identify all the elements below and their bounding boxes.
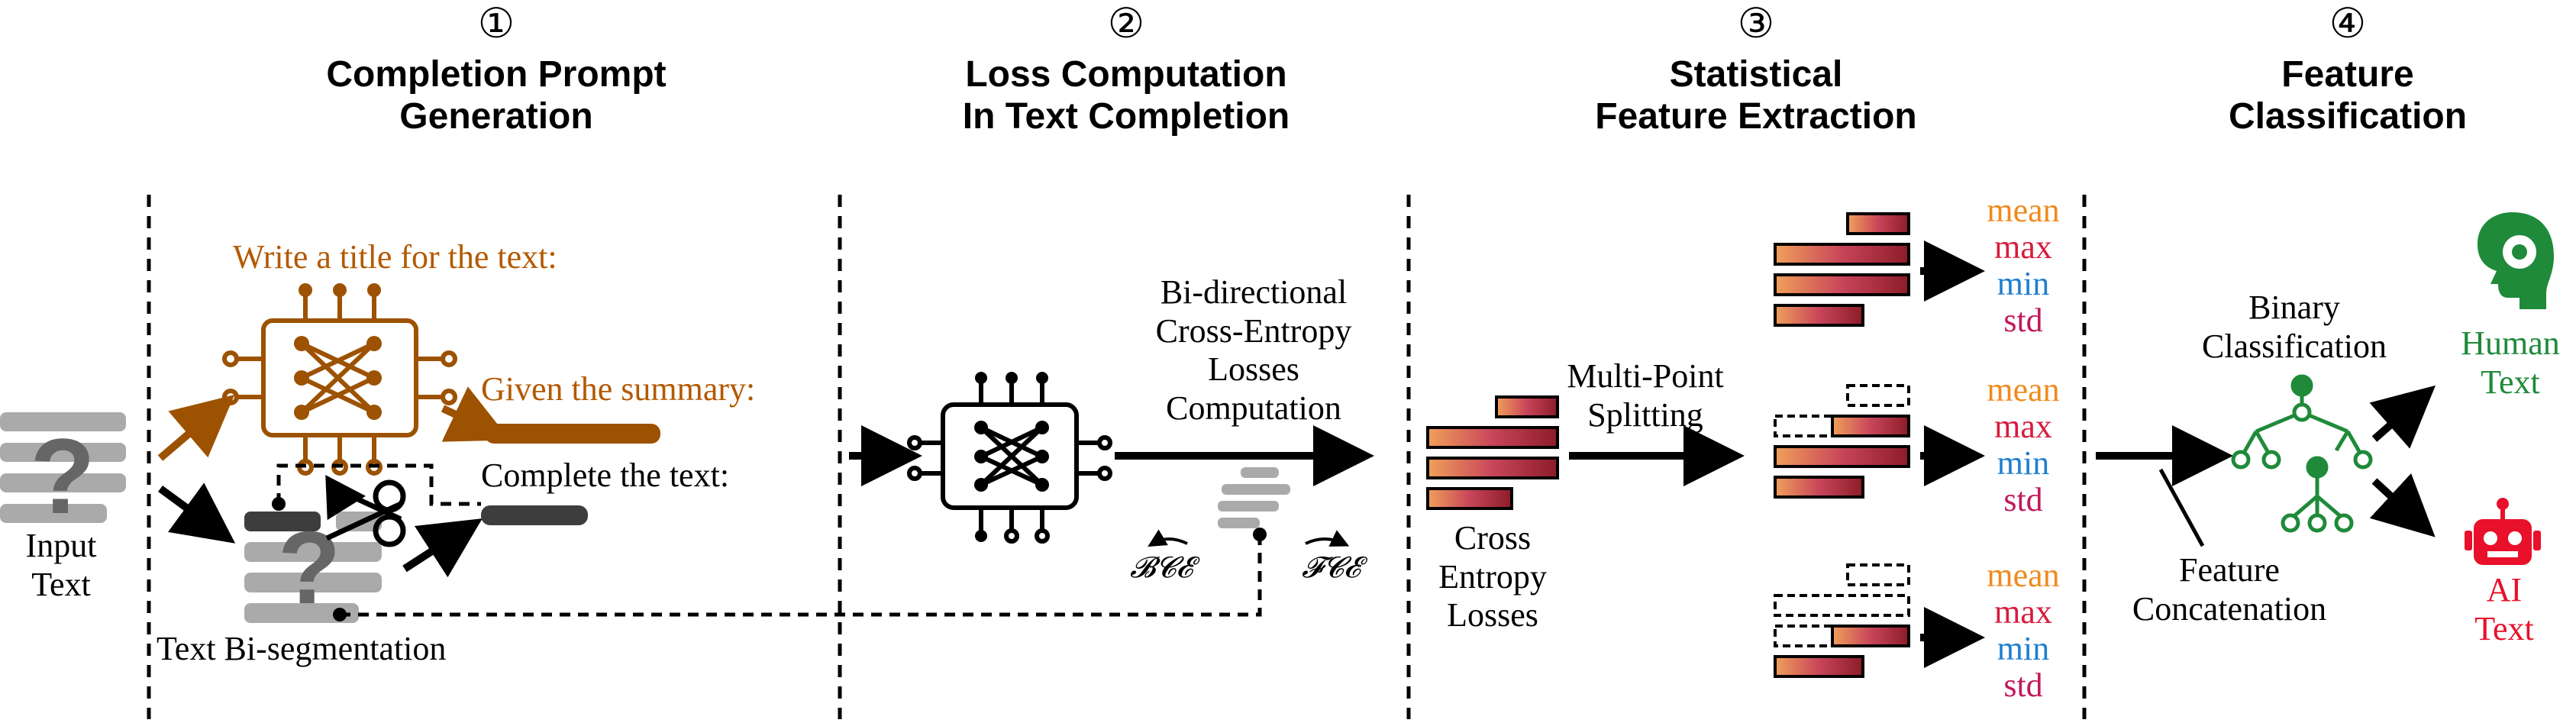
stat-std: std	[2003, 667, 2043, 704]
splitting-line-1: Multi-Point	[1567, 357, 1724, 395]
split-group-1	[1774, 212, 1910, 327]
svg-text:?: ?	[30, 416, 95, 536]
step-4-number: ④	[2329, 0, 2367, 47]
stat-mean: mean	[1987, 371, 2060, 408]
loss-computation-label: Bi-directional Cross-Entropy Losses Comp…	[1156, 273, 1352, 428]
dashed-feedback-line	[340, 534, 1262, 617]
step-4-title-line-1: Feature	[2281, 54, 2414, 95]
stat-mean: mean	[1987, 557, 2060, 594]
human-line-2: Text	[2481, 363, 2540, 401]
cross-entropy-line-2: Entropy	[1438, 557, 1547, 596]
arrow-segment-to-complete	[402, 518, 483, 578]
feature-concat-label: Feature Concatenation	[2132, 551, 2326, 628]
scissors-icon	[325, 475, 406, 547]
step-1-title-line-1: Completion Prompt	[326, 54, 667, 95]
step-2-title: Loss Computation In Text Completion	[963, 53, 1290, 137]
step-3-number: ③	[1737, 0, 1775, 47]
title-prompt-label: Write a title for the text:	[233, 238, 557, 276]
loss-label-line-4: Computation	[1166, 389, 1341, 427]
robot-icon	[2465, 498, 2541, 565]
step-2-number: ②	[1107, 0, 1145, 47]
stat-std: std	[2003, 302, 2043, 339]
stat-min: min	[1997, 630, 2050, 667]
cross-entropy-bars	[1426, 395, 1559, 510]
segmentation-label: Text Bi-segmentation	[157, 630, 447, 667]
step-3-title-line-1: Statistical	[1669, 54, 1843, 95]
dashed-connector-segment	[276, 463, 481, 506]
step-1-title-line-2: Generation	[399, 96, 593, 137]
loss-label-line-3: Losses	[1208, 350, 1299, 389]
input-text-label: Input Text	[26, 527, 97, 604]
step-3-title-line-2: Feature Extraction	[1595, 96, 1917, 137]
cross-entropy-line-1: Cross	[1454, 519, 1532, 557]
stats-group-3: mean max min std	[1987, 557, 2059, 704]
summary-bar	[485, 424, 660, 444]
stat-max: max	[1994, 593, 2052, 631]
step-3-title: Statistical Feature Extraction	[1595, 53, 1916, 137]
stat-min: min	[1997, 265, 2050, 302]
cross-entropy-label: Cross Entropy Losses	[1438, 519, 1547, 635]
complete-prompt-label: Complete the text:	[481, 457, 730, 494]
svg-text:?: ?	[278, 510, 341, 625]
arrow-to-ai	[2369, 473, 2436, 537]
stats-group-1: mean max min std	[1987, 192, 2059, 339]
splitting-line-2: Splitting	[1587, 395, 1703, 434]
segmented-text-icon: ?	[244, 510, 382, 625]
stat-max: max	[1994, 228, 2052, 266]
title-model-chip-icon	[222, 283, 457, 476]
step-4-title: Feature Classification	[2229, 53, 2467, 137]
step-4-title-line-2: Classification	[2228, 96, 2468, 137]
arrow-input-to-segmentation	[158, 483, 236, 544]
bce-label: 𝓑𝓒𝓔	[1130, 550, 1193, 584]
cross-entropy-line-3: Losses	[1447, 596, 1538, 634]
binary-line-2: Classification	[2202, 327, 2387, 365]
stage-separators	[147, 195, 2087, 719]
input-text-line-1: Input	[25, 527, 97, 564]
bce-arrow-icon	[1148, 529, 1188, 547]
stat-min: min	[1997, 444, 2050, 482]
stat-std: std	[2003, 481, 2043, 518]
step-1-title: Completion Prompt Generation	[326, 53, 666, 137]
input-text-line-2: Text	[31, 565, 91, 603]
arrow-input-to-title-model	[157, 395, 235, 461]
loss-label-line-2: Cross-Entropy	[1155, 311, 1352, 350]
arrow-to-human	[2369, 385, 2436, 449]
concat-line-1: Feature	[2179, 551, 2280, 589]
stat-max: max	[1994, 408, 2052, 445]
concat-pointer-line	[2158, 468, 2205, 547]
stat-mean: mean	[1987, 192, 2060, 229]
fce-label: 𝓕𝓒𝓔	[1302, 550, 1361, 584]
ai-line-2: Text	[2474, 609, 2534, 647]
loss-label-line-1: Bi-directional	[1160, 273, 1348, 311]
loss-model-chip-icon	[907, 372, 1112, 544]
input-text-document-icon: ?	[0, 412, 126, 536]
ai-line-1: AI	[2486, 571, 2523, 608]
binary-classification-label: Binary Classification	[2202, 289, 2387, 366]
fce-arrow-icon	[1305, 530, 1350, 547]
stats-group-2: mean max min std	[1987, 372, 2059, 518]
ai-text-label: AI Text	[2474, 571, 2534, 648]
split-group-2	[1774, 384, 1910, 499]
step-2-title-line-2: In Text Completion	[962, 96, 1290, 137]
complete-bar	[481, 505, 588, 525]
binary-line-1: Binary	[2248, 289, 2340, 326]
summary-prompt-label: Given the summary:	[481, 370, 756, 408]
loss-text-icon	[1218, 467, 1290, 528]
split-group-3	[1774, 563, 1910, 678]
human-head-icon	[2478, 212, 2554, 309]
human-text-label: Human Text	[2461, 324, 2560, 402]
concat-line-2: Concatenation	[2132, 589, 2327, 628]
step-2-title-line-1: Loss Computation	[965, 54, 1287, 95]
step-1-number: ①	[477, 0, 515, 47]
decision-tree-icon	[2231, 374, 2373, 533]
human-line-1: Human	[2461, 324, 2560, 362]
splitting-label: Multi-Point Splitting	[1567, 357, 1723, 434]
